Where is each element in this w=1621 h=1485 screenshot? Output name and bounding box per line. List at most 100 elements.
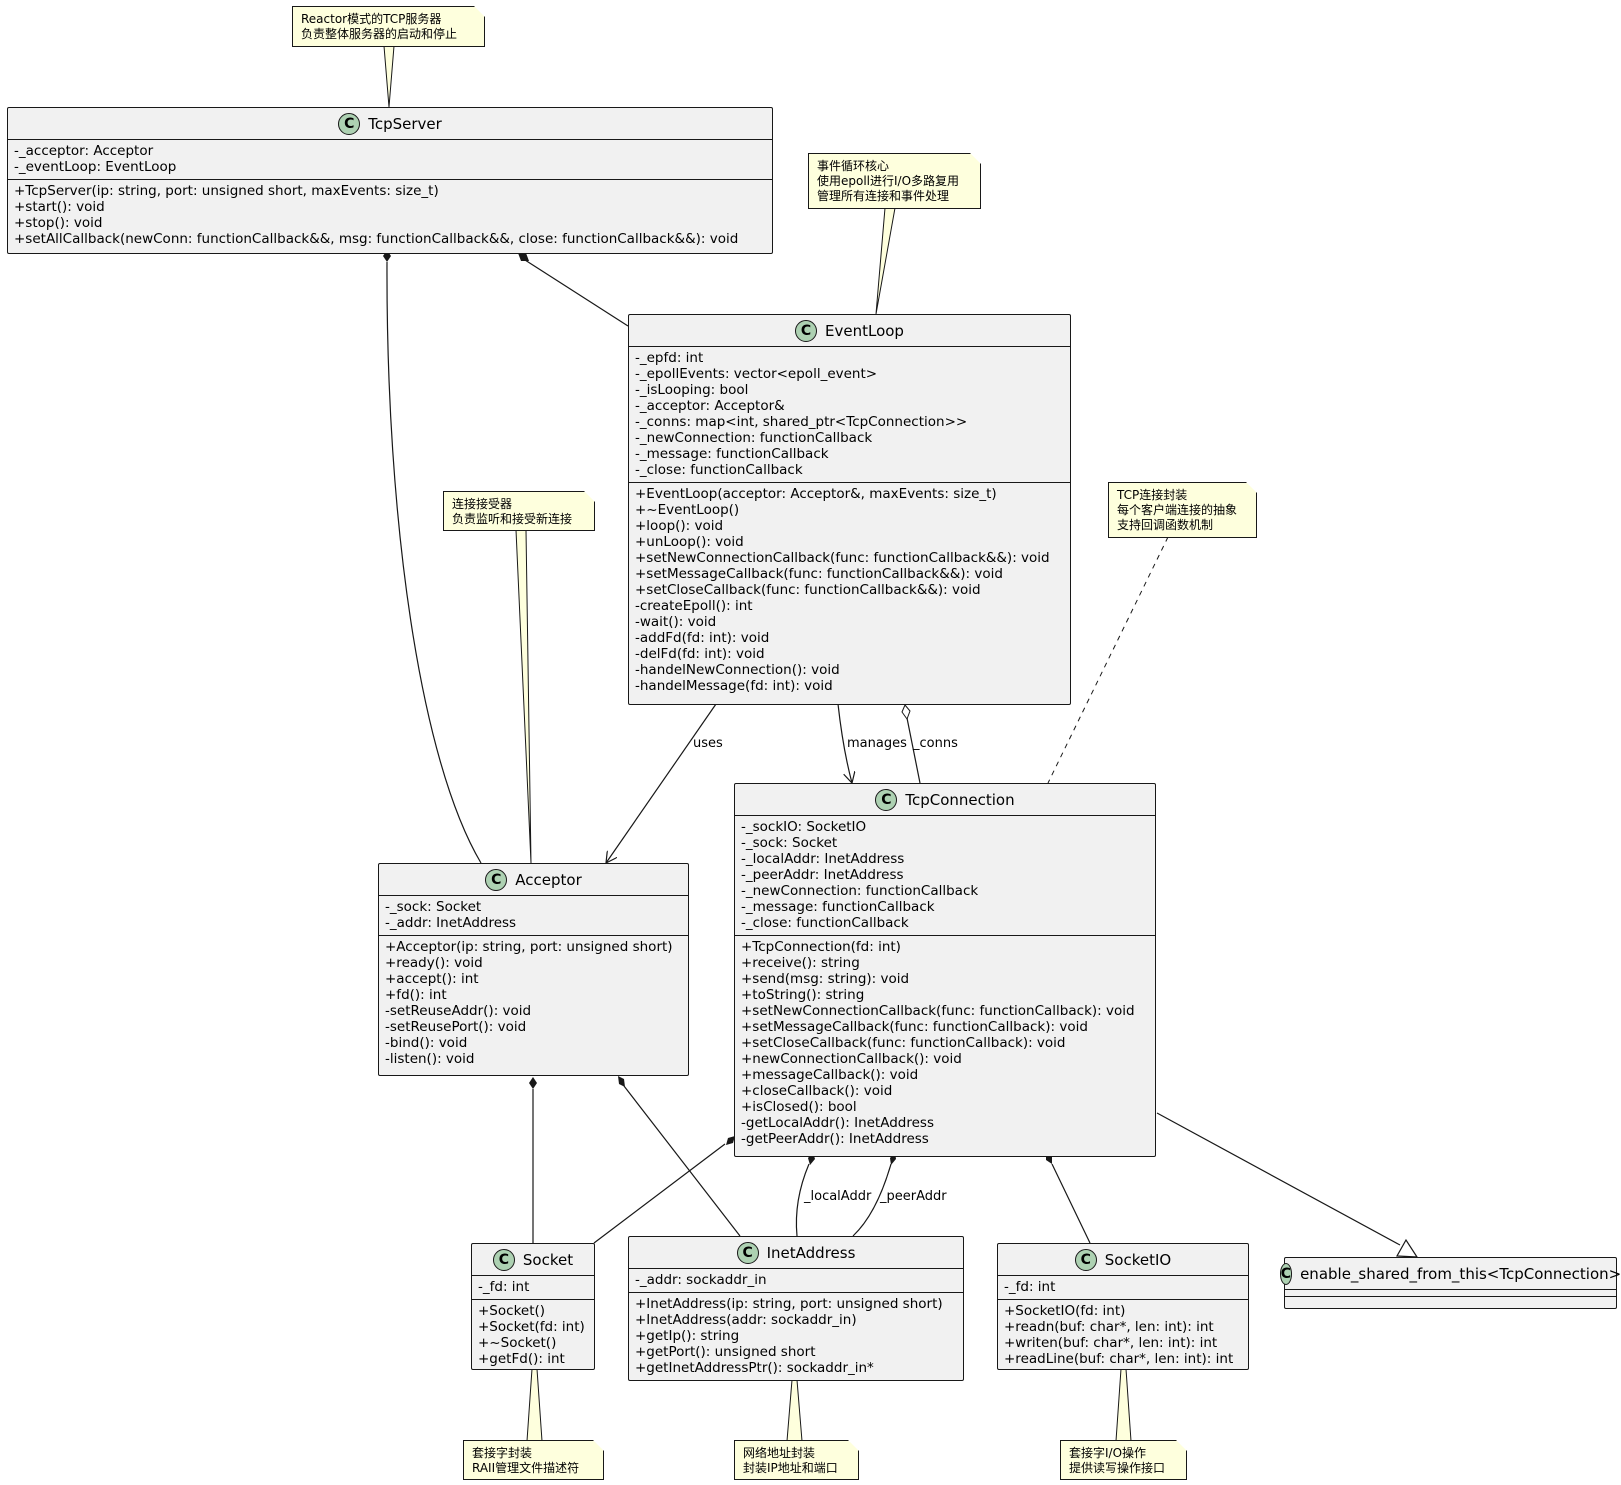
edge-eventloop-acceptor-uses (606, 703, 717, 863)
class-method: +setMessageCallback(func: functionCallba… (741, 1019, 1088, 1035)
class-method: +getFd(): int (478, 1351, 565, 1367)
aggregation-diamond-conns (901, 704, 911, 721)
class-stereotype-icon: C (485, 868, 508, 891)
class-attributes-section: -_acceptor: Acceptor-_eventLoop: EventLo… (8, 140, 772, 179)
edge-tcpconnection-inetaddress-local (795, 1163, 810, 1237)
note-connector-socketio (1115, 1368, 1132, 1442)
class-attribute: -_eventLoop: EventLoop (14, 159, 177, 175)
note-connector-acceptor (515, 529, 532, 864)
class-name: enable_shared_from_this<TcpConnection> (1300, 1264, 1621, 1283)
note-tcpserver: Reactor模式的TCP服务器 负责整体服务器的启动和停止 (292, 6, 485, 47)
class-method: +closeCallback(): void (741, 1083, 893, 1099)
note-connector-socket (526, 1368, 543, 1442)
class-methods-section (1285, 1296, 1616, 1303)
class-attributes-section: -_epfd: int-_epollEvents: vector<epoll_e… (629, 347, 1070, 482)
class-method: +messageCallback(): void (741, 1067, 919, 1083)
edge-tcpconnection-socket (593, 1143, 726, 1244)
class-methods-section: +SocketIO(fd: int)+readn(buf: char*, len… (998, 1299, 1248, 1371)
edge-tcpserver-eventloop (524, 259, 629, 327)
class-stereotype-icon: C (1279, 1262, 1293, 1285)
class-method: -getPeerAddr(): InetAddress (741, 1131, 929, 1147)
class-method: +receive(): string (741, 955, 860, 971)
class-method: +readn(buf: char*, len: int): int (1004, 1319, 1214, 1335)
class-method: +TcpConnection(fd: int) (741, 939, 901, 955)
class-attribute: -_acceptor: Acceptor& (635, 398, 785, 414)
class-method: -listen(): void (385, 1051, 475, 1067)
generalization-triangle (1396, 1238, 1419, 1258)
class-attribute: -_message: functionCallback (635, 446, 829, 462)
class-method: -handelNewConnection(): void (635, 662, 840, 678)
class-attributes-section: -_sockIO: SocketIO-_sock: Socket-_localA… (735, 816, 1155, 935)
class-method: +setNewConnectionCallback(func: function… (741, 1003, 1135, 1019)
class-method: +readLine(buf: char*, len: int): int (1004, 1351, 1234, 1367)
note-connector-eventloop (875, 207, 896, 315)
class-stereotype-icon: C (875, 788, 898, 811)
class-header: C TcpConnection (735, 784, 1155, 816)
class-stereotype-icon: C (1074, 1248, 1097, 1271)
edge-label-local-addr: _localAddr (803, 1189, 872, 1204)
class-method: +setNewConnectionCallback(func: function… (635, 550, 1050, 566)
note-eventloop: 事件循环核心 使用epoll进行I/O多路复用 管理所有连接和事件处理 (808, 153, 981, 209)
class-attribute: -_fd: int (478, 1279, 530, 1295)
class-method: +writen(buf: char*, len: int): int (1004, 1335, 1218, 1351)
class-method: +ready(): void (385, 955, 483, 971)
edge-label-peer-addr: _peerAddr (879, 1189, 947, 1204)
class-attributes-section: -_addr: sockaddr_in (629, 1269, 963, 1292)
class-method: +setCloseCallback(func: functionCallback… (741, 1035, 1066, 1051)
class-name: Socket (522, 1250, 574, 1269)
class-name: TcpConnection (905, 790, 1015, 809)
edge-eventloop-tcpconnection-manages (837, 703, 852, 783)
edge-tcpconnection-enable-shared (1156, 1112, 1401, 1246)
class-attribute: -_epfd: int (635, 350, 704, 366)
class-attribute: -_localAddr: InetAddress (741, 851, 905, 867)
class-header: C Acceptor (379, 864, 688, 896)
class-attribute: -_close: functionCallback (741, 915, 909, 931)
class-attribute: -_addr: sockaddr_in (635, 1272, 767, 1288)
class-attributes-section: -_fd: int (472, 1276, 594, 1299)
class-method: -createEpoll(): int (635, 598, 753, 614)
class-attribute: -_message: functionCallback (741, 899, 935, 915)
class-methods-section: +Socket()+Socket(fd: int)+~Socket()+getF… (472, 1299, 594, 1371)
class-attribute: -_sock: Socket (385, 899, 482, 915)
note-connector-tcpserver (383, 45, 395, 108)
edge-acceptor-inetaddress (623, 1085, 741, 1237)
note-connector-inetaddress (786, 1379, 803, 1442)
class-tcpconnection[interactable]: C TcpConnection -_sockIO: SocketIO-_sock: … (734, 783, 1156, 1157)
class-attribute: -_fd: int (1004, 1279, 1056, 1295)
class-method: +InetAddress(ip: string, port: unsigned … (635, 1296, 943, 1312)
edge-label-uses: uses (693, 736, 723, 751)
class-name: Acceptor (515, 870, 582, 889)
class-method: +getInetAddressPtr(): sockaddr_in* (635, 1360, 874, 1376)
class-method: +isClosed(): bool (741, 1099, 857, 1115)
class-method: +newConnectionCallback(): void (741, 1051, 962, 1067)
class-attribute: -_sockIO: SocketIO (741, 819, 867, 835)
class-methods-section: +InetAddress(ip: string, port: unsigned … (629, 1292, 963, 1380)
edge-eventloop-tcpconnection-conns (906, 717, 921, 784)
class-method: -setReuseAddr(): void (385, 1003, 532, 1019)
class-method: +send(msg: string): void (741, 971, 910, 987)
class-attributes-section: -_fd: int (998, 1276, 1248, 1299)
class-method: +start(): void (14, 199, 105, 215)
class-method: +SocketIO(fd: int) (1004, 1303, 1126, 1319)
note-inetaddress: 网络地址封装 封装IP地址和端口 (734, 1440, 859, 1480)
class-stereotype-icon: C (795, 319, 818, 342)
class-attribute: -_peerAddr: InetAddress (741, 867, 904, 883)
class-attribute: -_acceptor: Acceptor (14, 143, 154, 159)
class-methods-section: +TcpConnection(fd: int)+receive(): strin… (735, 935, 1155, 1151)
class-name: InetAddress (766, 1243, 856, 1262)
class-name: TcpServer (368, 114, 442, 133)
class-method: +setMessageCallback(func: functionCallba… (635, 566, 1003, 582)
class-attribute: -_conns: map<int, shared_ptr<TcpConnecti… (635, 414, 968, 430)
class-method: +getIp(): string (635, 1328, 740, 1344)
class-method: +EventLoop(acceptor: Acceptor&, maxEvent… (635, 486, 997, 502)
